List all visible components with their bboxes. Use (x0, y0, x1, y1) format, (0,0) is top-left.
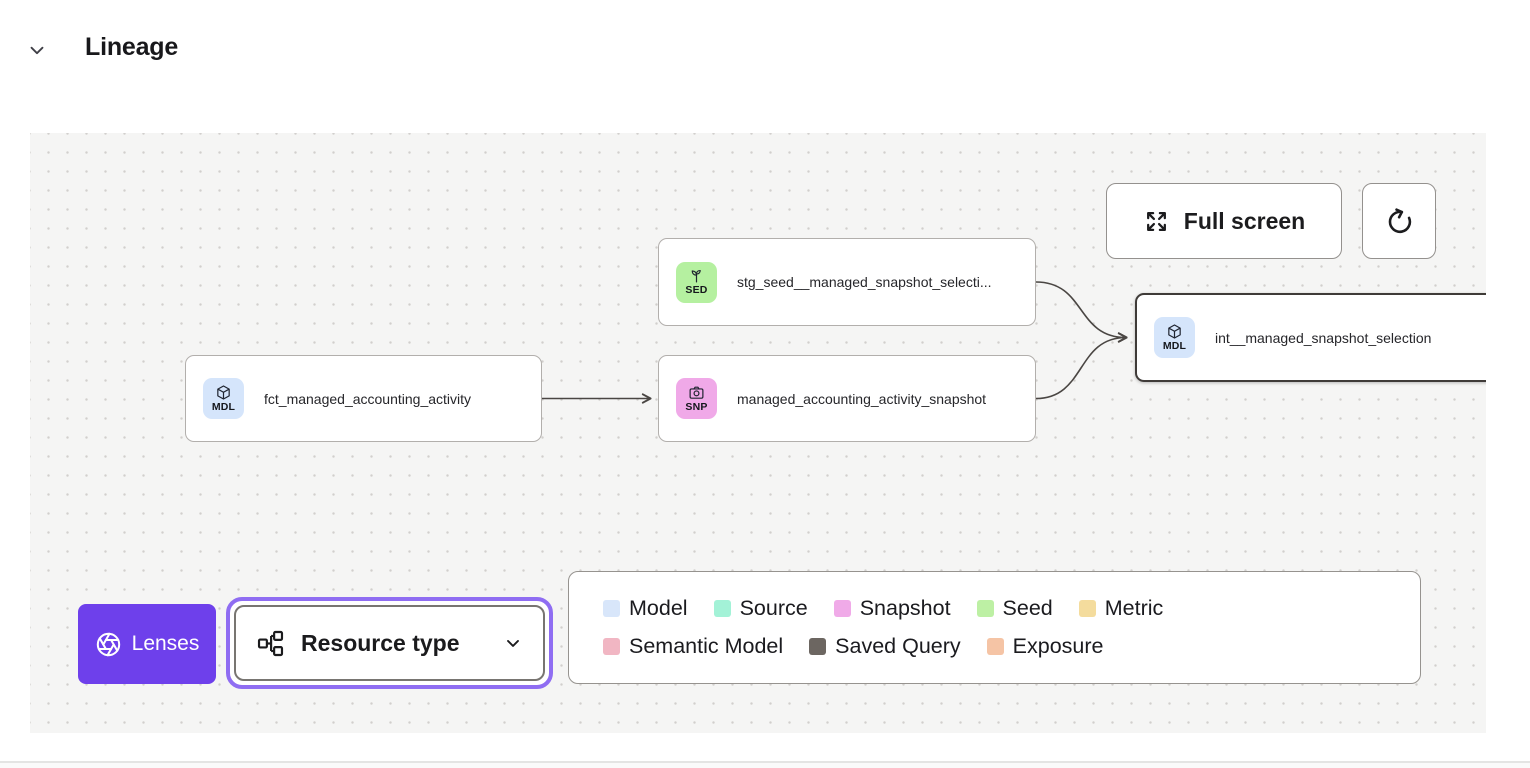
legend-item-saved-query: Saved Query (809, 634, 961, 659)
refresh-icon (1388, 207, 1411, 233)
camera-icon (689, 386, 704, 399)
lenses-label: Lenses (131, 632, 200, 655)
resource-type-focus-ring: Resource type (226, 597, 553, 689)
node-label: int__managed_snapshot_selection (1215, 329, 1432, 346)
model-swatch (603, 599, 620, 617)
bottom-divider (0, 761, 1530, 763)
legend: Model Source Snapshot Seed Metric Semant… (568, 571, 1421, 684)
node-fct-managed-accounting-activity[interactable]: MDL fct_managed_accounting_activity (185, 355, 542, 442)
full-screen-label: Full screen (1183, 207, 1306, 234)
legend-item-source: Source (713, 596, 808, 621)
saved-query-swatch (809, 638, 827, 656)
legend-item-exposure: Exposure (986, 634, 1103, 659)
legend-item-metric: Metric (1078, 596, 1163, 621)
metric-swatch (1078, 599, 1096, 617)
legend-row-1: Model Source Snapshot Seed Metric (603, 596, 1386, 621)
exposure-swatch (986, 638, 1004, 656)
legend-item-snapshot: Snapshot (833, 596, 951, 621)
legend-row-2: Semantic Model Saved Query Exposure (603, 634, 1386, 659)
resource-type-label: Resource type (301, 629, 460, 656)
aperture-icon (96, 632, 120, 656)
seed-badge: SED (676, 261, 717, 303)
node-label: managed_accounting_activity_snapshot (737, 390, 987, 407)
chevron-down-icon (507, 640, 519, 647)
lineage-edges (542, 281, 1128, 404)
expand-icon (1146, 211, 1166, 231)
page-title: Lineage (85, 33, 179, 61)
node-int-managed-snapshot-selection[interactable]: MDL int__managed_snapshot_selection (1135, 293, 1486, 382)
cube-icon (1168, 323, 1181, 339)
lineage-canvas[interactable]: MDL fct_managed_accounting_activity SED … (30, 133, 1486, 733)
semantic-model-swatch (603, 638, 620, 656)
snapshot-swatch (833, 599, 851, 617)
full-screen-button[interactable]: Full screen (1106, 183, 1342, 259)
seed-swatch (976, 599, 994, 617)
snapshot-badge: SNP (676, 378, 717, 419)
collapse-chevron-icon[interactable] (26, 39, 48, 61)
resource-type-dropdown[interactable]: Resource type (234, 605, 545, 681)
cube-icon (217, 384, 230, 400)
lenses-button[interactable]: Lenses (78, 604, 216, 684)
node-label: stg_seed__managed_snapshot_selecti... (737, 274, 992, 290)
node-label: fct_managed_accounting_activity (264, 390, 472, 407)
model-badge: MDL (1154, 317, 1195, 358)
resource-graph-icon (257, 630, 284, 656)
refresh-button[interactable] (1362, 183, 1436, 259)
node-stg-seed-managed-snapshot-selection[interactable]: SED stg_seed__managed_snapshot_selecti..… (658, 238, 1036, 326)
legend-item-semantic-model: Semantic Model (603, 634, 783, 659)
source-swatch (713, 599, 731, 617)
legend-item-seed: Seed (976, 596, 1053, 621)
legend-item-model: Model (603, 596, 688, 621)
model-badge: MDL (203, 378, 244, 419)
sprout-icon (691, 269, 701, 283)
node-managed-accounting-activity-snapshot[interactable]: SNP managed_accounting_activity_snapshot (658, 355, 1036, 442)
bottom-area (0, 763, 1530, 768)
